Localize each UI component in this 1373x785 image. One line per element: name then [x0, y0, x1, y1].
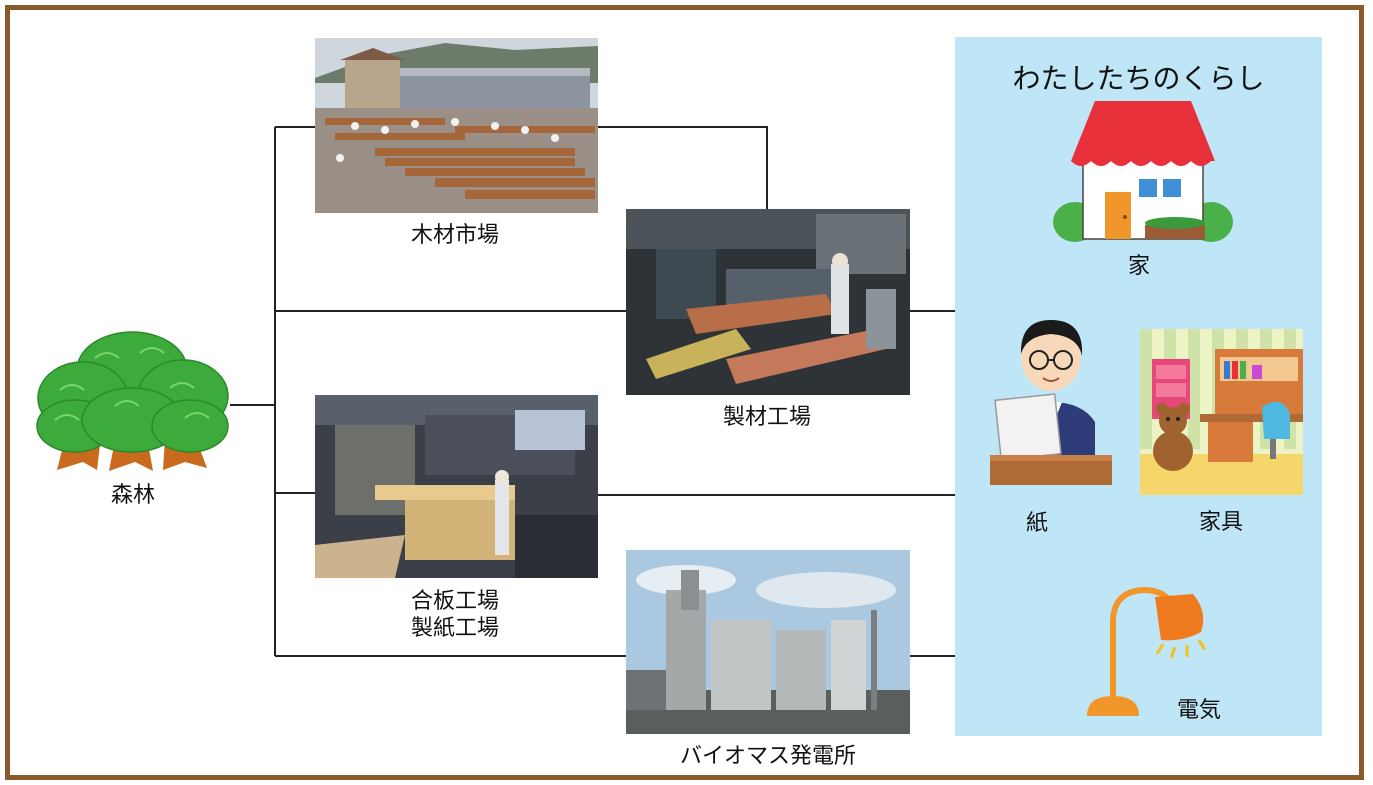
house-label: 家	[1127, 254, 1150, 279]
biomass-plant-label: バイオマス発電所	[679, 744, 856, 769]
forest-label: 森林	[110, 483, 155, 508]
electricity-label: 電気	[1176, 698, 1221, 723]
biomass-plant-photo	[626, 550, 910, 734]
connector-market-sawmill	[598, 126, 768, 209]
our-life-panel: わたしたちのくらし 家	[955, 37, 1322, 736]
sawmill-photo	[626, 209, 910, 395]
plywood-paper-mill-label: 合板工場 製紙工場	[395, 588, 515, 642]
timber-market-photo	[315, 38, 598, 213]
tree-icon	[35, 328, 230, 473]
house-icon	[1053, 97, 1233, 242]
furniture-label: 家具	[1198, 510, 1243, 535]
sawmill-label: 製材工場	[722, 405, 811, 430]
paper-mill-label: 製紙工場	[410, 616, 499, 641]
timber-market-label: 木材市場	[410, 223, 499, 248]
our-life-title: わたしたちのくらし	[1012, 62, 1265, 95]
plywood-paper-mill-photo	[315, 395, 598, 578]
paper-label: 紙	[1025, 511, 1048, 536]
plywood-mill-label: 合板工場	[410, 589, 499, 614]
reading-man-icon	[990, 312, 1112, 487]
furniture-room-icon	[1140, 329, 1303, 495]
lamp-icon	[1083, 582, 1213, 717]
